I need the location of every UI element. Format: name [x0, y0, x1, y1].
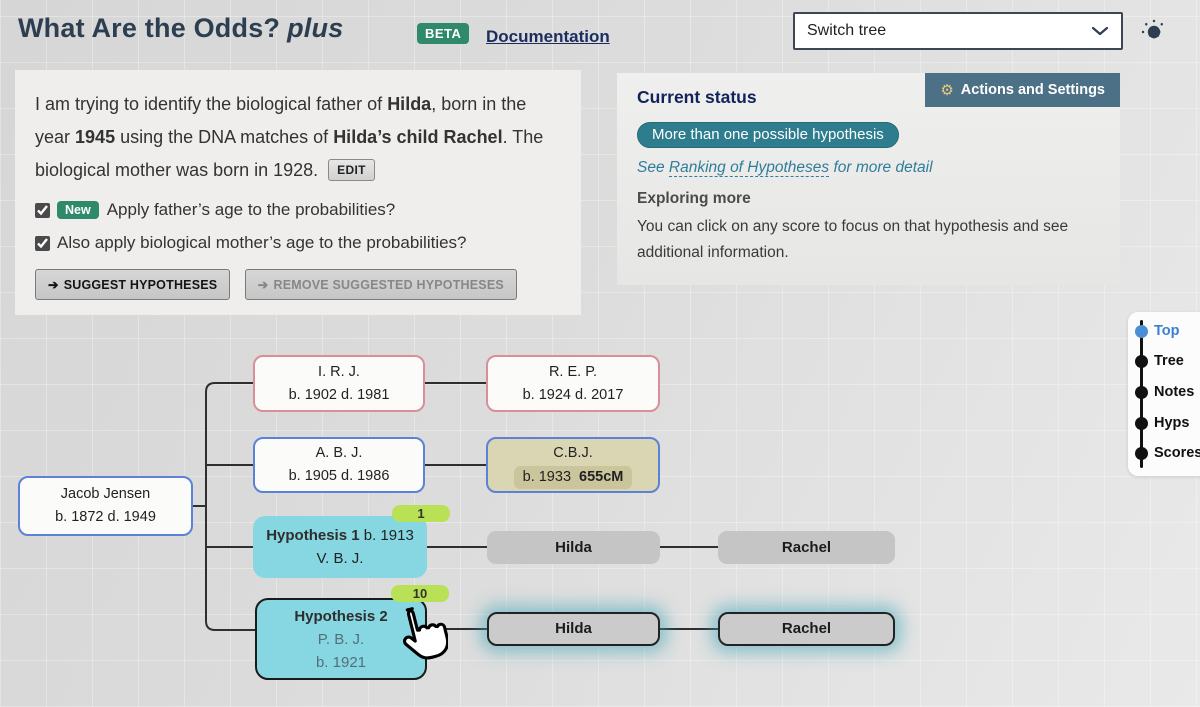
edit-button[interactable]: EDIT: [328, 159, 375, 181]
remove-label: REMOVE SUGGESTED HYPOTHESES: [273, 278, 504, 292]
hypothesis-title: Hypothesis 2: [294, 607, 388, 625]
arrow-right-icon: ➔: [257, 278, 269, 292]
nav-label: Top: [1154, 323, 1180, 339]
nav-label: Notes: [1154, 384, 1195, 400]
nav-dot-icon: [1135, 324, 1148, 338]
beta-badge: BETA: [417, 23, 470, 44]
nav-label: Tree: [1154, 353, 1184, 369]
setup-panel: I am trying to identify the biological f…: [15, 70, 581, 315]
hypothesis-initials: V. B. J.: [316, 550, 364, 567]
tree-node-irj[interactable]: I. R. J. b. 1902 d. 1981: [253, 355, 425, 412]
hypothesis-2-score[interactable]: 10: [391, 585, 449, 602]
hypothesis-initials: P. B. J.: [317, 630, 365, 648]
person-name: A. B. J.: [315, 445, 363, 461]
actions-and-settings-button[interactable]: ⚙ Actions and Settings: [925, 73, 1120, 107]
nav-label: Hyps: [1154, 415, 1190, 431]
birth-year: 1945: [75, 127, 116, 147]
suggest-hypotheses-button[interactable]: ➔ SUGGEST HYPOTHESES: [35, 269, 231, 300]
tree-node-abj[interactable]: A. B. J. b. 1905 d. 1986: [253, 437, 425, 493]
father-age-option: New Apply father’s age to the probabilit…: [35, 200, 561, 220]
sun-icon[interactable]: [1140, 18, 1168, 46]
match-birth: b. 1933: [522, 468, 572, 485]
actions-label: Actions and Settings: [960, 82, 1105, 98]
person-dates: b. 1872 d. 1949: [55, 509, 156, 525]
goal-text: , born in the year: [35, 94, 527, 147]
ranking-text: See: [637, 159, 669, 176]
switch-tree-value: Switch tree: [807, 22, 887, 39]
goal-text: . The biological mother was born in 1928…: [35, 127, 544, 180]
remove-suggested-hypotheses-button[interactable]: ➔ REMOVE SUGGESTED HYPOTHESES: [244, 269, 517, 300]
arrow-right-icon: ➔: [48, 278, 59, 292]
goal-statement: I am trying to identify the biological f…: [35, 88, 565, 187]
status-heading: Current status: [637, 87, 757, 107]
mother-age-label: Also apply biological mother’s age to th…: [57, 233, 467, 252]
person-name: I. R. J.: [318, 363, 360, 380]
tree-node-hypothesis-1[interactable]: Hypothesis 1 b. 1913 V. B. J.: [253, 516, 427, 578]
tree-node-rachel-hyp1[interactable]: Rachel: [718, 531, 895, 564]
goal-text: I am trying to identify the biological f…: [35, 94, 388, 114]
exploring-more-text: You can click on any score to focus on t…: [637, 218, 1069, 261]
page-title: What Are the Odds?plus: [18, 13, 343, 44]
dna-match-pill: b. 1933 655cM: [513, 465, 633, 489]
ranking-text: for more detail: [829, 159, 933, 176]
new-badge: New: [57, 201, 99, 219]
exploring-more-heading: Exploring more: [637, 190, 751, 207]
ranking-of-hypotheses-link[interactable]: Ranking of Hypotheses: [668, 159, 830, 177]
father-age-label: Apply father’s age to the probabilities?: [106, 200, 396, 219]
person-name: Jacob Jensen: [60, 486, 151, 502]
person-dates: b. 1924 d. 2017: [522, 386, 624, 403]
hypothesis-1-score[interactable]: 1: [392, 505, 450, 522]
suggest-buttons-row: ➔ SUGGEST HYPOTHESES ➔ REMOVE SUGGESTED HY…: [35, 269, 561, 300]
goal-text: using the DNA matches of: [115, 127, 334, 147]
page-title-text: What Are the Odds?: [18, 13, 281, 43]
hypothesis-title: Hypothesis 1: [266, 527, 360, 544]
section-nav: Top Tree Notes Hyps Scores: [1128, 312, 1200, 476]
tree-node-rep[interactable]: R. E. P. b. 1924 d. 2017: [486, 355, 660, 412]
tree-node-root[interactable]: Jacob Jensen b. 1872 d. 1949: [18, 476, 193, 536]
tree-node-hypothesis-2-selected[interactable]: Hypothesis 2 P. B. J. b. 1921: [255, 598, 427, 680]
documentation-link[interactable]: Documentation: [486, 27, 610, 46]
tree-node-hilda-hyp2-highlighted[interactable]: Hilda: [487, 612, 660, 646]
nav-label: Scores: [1154, 445, 1200, 461]
status-panel: ⚙ Actions and Settings Current status Mo…: [617, 73, 1120, 285]
dna-source-name: Hilda’s child Rachel: [333, 127, 503, 147]
tree-node-rachel-hyp2-highlighted[interactable]: Rachel: [718, 612, 895, 646]
tree-node-hilda-hyp1[interactable]: Hilda: [487, 531, 660, 564]
suggest-label: SUGGEST HYPOTHESES: [63, 278, 218, 292]
target-name: Hilda: [387, 94, 432, 114]
ranking-hint: See Ranking of Hypotheses for more detai…: [637, 159, 933, 177]
gear-icon: ⚙: [940, 82, 954, 99]
page-title-suffix: plus: [287, 13, 344, 43]
person-name: R. E. P.: [548, 363, 598, 380]
hypothesis-birth: b. 1921: [315, 653, 367, 671]
nav-dot-icon: [1135, 385, 1148, 399]
mother-age-option: Also apply biological mother’s age to th…: [35, 233, 561, 253]
person-dates: b. 1902 d. 1981: [288, 386, 390, 403]
status-badge: More than one possible hypothesis: [637, 122, 899, 148]
shared-cm-value: 655cM: [579, 468, 624, 485]
hypothesis-birth: b. 1913: [363, 527, 414, 544]
nav-dot-icon: [1135, 446, 1148, 460]
mother-age-checkbox[interactable]: [35, 235, 50, 251]
person-dates: b. 1905 d. 1986: [288, 468, 390, 484]
tree-node-cbj-dna-match[interactable]: C.B.J. b. 1933 655cM: [486, 437, 660, 493]
person-name: C.B.J.: [553, 444, 593, 461]
father-age-checkbox[interactable]: [35, 202, 50, 218]
chevron-down-icon: [1091, 26, 1109, 36]
nav-dot-icon: [1135, 354, 1148, 368]
switch-tree-select[interactable]: Switch tree: [793, 12, 1123, 50]
nav-dot-icon: [1135, 416, 1148, 430]
